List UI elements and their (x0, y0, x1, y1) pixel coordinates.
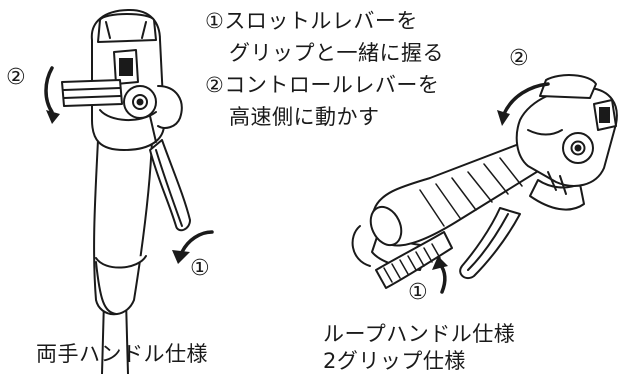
two-hand-handle-illustration (61, 9, 191, 374)
left-caption: 両手ハンドル仕様 (36, 342, 208, 366)
left-marker-1: ① (190, 256, 210, 281)
instruction-step1-line1: ①スロットルレバーを (205, 9, 418, 33)
right-marker-2: ② (509, 46, 529, 71)
right-caption-line2: 2グリップ仕様 (323, 349, 466, 373)
rotate-arrow-icon (497, 82, 550, 126)
right-marker-1: ① (408, 280, 428, 305)
squeeze-arrow-icon (432, 256, 448, 294)
loop-handle-illustration (351, 74, 618, 289)
right-caption-line1: ループハンドル仕様 (323, 322, 516, 346)
rotate-arrow-icon (44, 66, 60, 124)
squeeze-arrow-icon (172, 230, 214, 264)
left-marker-2: ② (6, 65, 26, 90)
instruction-step2-line2: 高速側に動かす (229, 105, 380, 129)
instruction-step2-line1: ②コントロールレバーを (205, 73, 440, 97)
instruction-step1-line2: グリップと一緒に握る (229, 41, 444, 65)
